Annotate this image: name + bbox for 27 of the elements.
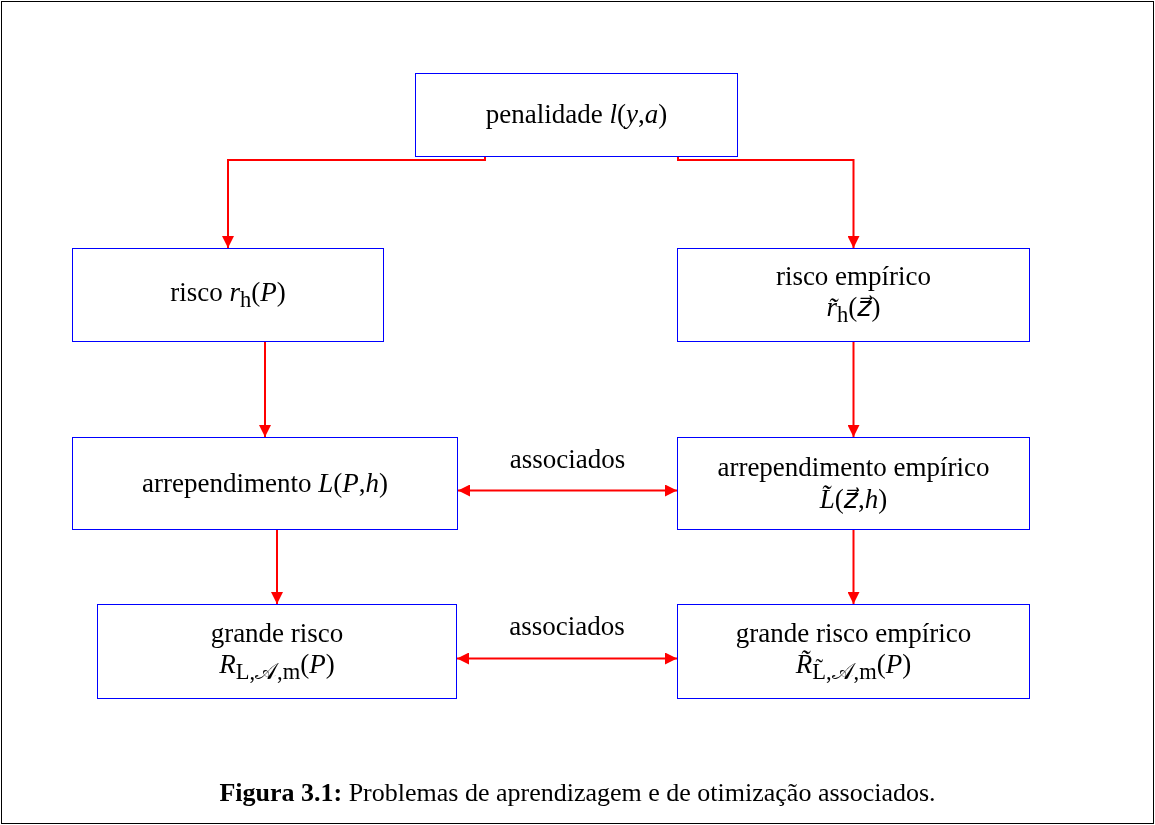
box-text: r̃$_{h}$(z⃗) [826, 292, 881, 329]
figure-caption: Figura 3.1: Problemas de aprendizagem e de otimização associados. [219, 778, 936, 807]
arrow [259, 341, 271, 438]
arrow [222, 156, 486, 249]
arrow [457, 484, 678, 497]
box-text: grande risco empírico [735, 617, 972, 649]
box-text: risco empírico [775, 261, 932, 293]
box-text: L̃(z⃗,h) [819, 483, 888, 515]
process-box [72, 248, 384, 342]
arrow [271, 529, 283, 605]
box-text: R$_{L,𝒜,m}$(P) [219, 648, 335, 686]
box-text: risco r$_{h}$(P) [170, 276, 286, 314]
box-text: arrependimento L(P,h) [142, 467, 388, 499]
process-box [72, 437, 458, 530]
process-box [415, 73, 738, 157]
process-box [97, 604, 457, 699]
arrow [677, 156, 860, 249]
process-box [677, 248, 1030, 342]
box-text: R̃$_{L̃,𝒜,m}$(P) [795, 648, 912, 686]
arrow [847, 529, 860, 605]
box-text: penalidade l(y,a) [485, 99, 668, 131]
box-text: grande risco [210, 617, 344, 649]
arrow [847, 341, 860, 438]
process-box [677, 604, 1030, 699]
arrow [456, 652, 678, 665]
box-text: arrependimento empírico [717, 452, 990, 484]
process-box [677, 437, 1030, 530]
